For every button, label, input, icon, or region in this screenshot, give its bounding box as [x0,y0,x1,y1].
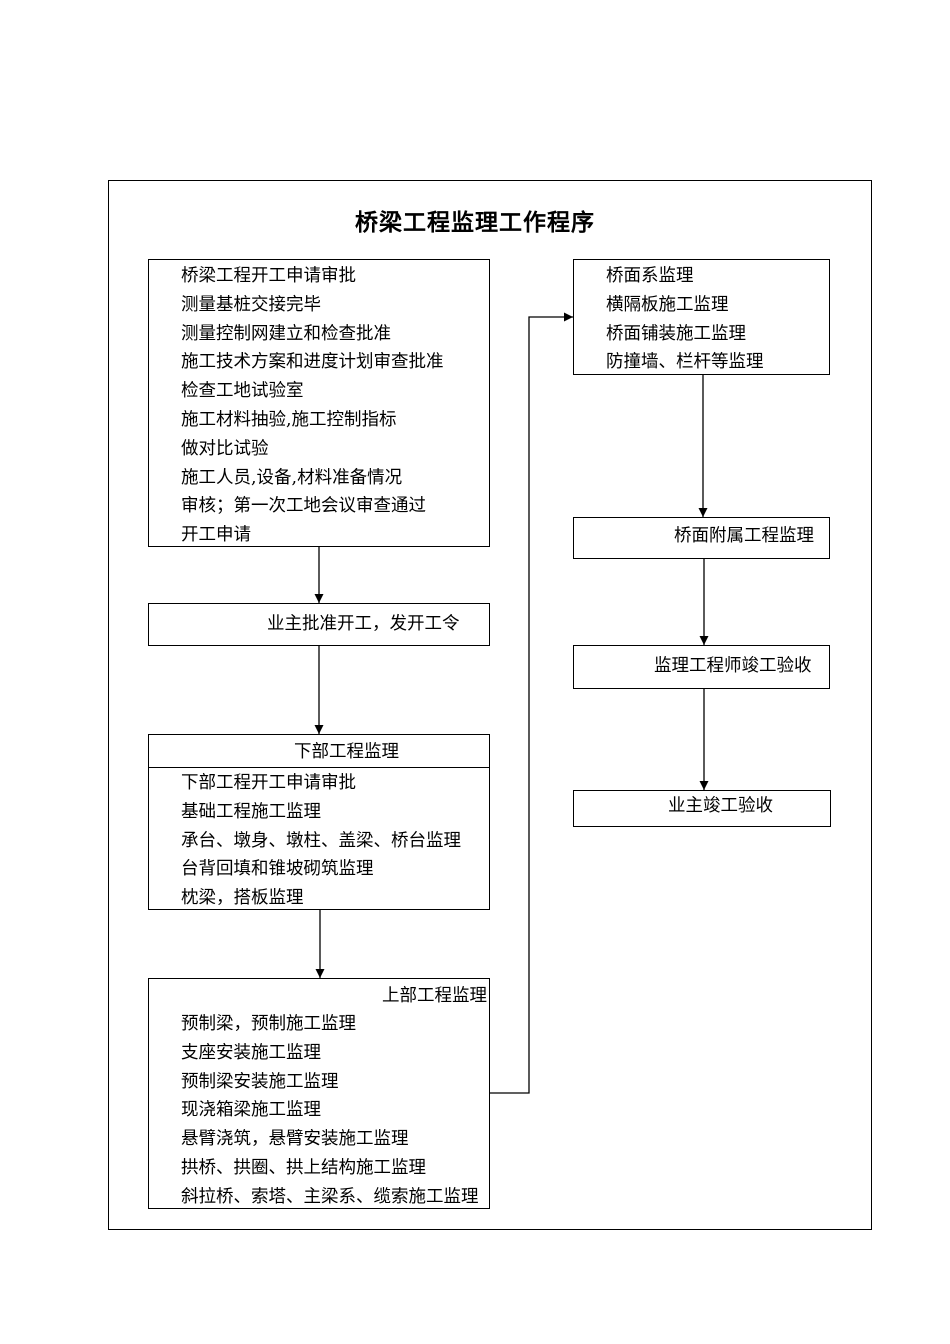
document-frame [108,180,872,1230]
owner-acceptance-label: 业主竣工验收 [668,796,773,816]
step-line: 施工技术方案和进度计划审查批准 [181,352,444,373]
superstructure-lines: 预制梁，预制施工监理支座安装施工监理预制梁安装施工监理现浇箱梁施工监理悬臂浇筑，… [181,1010,479,1212]
commencement-review-lines: 桥梁工程开工申请审批测量基桩交接完毕测量控制网建立和检查批准施工技术方案和进度计… [181,262,444,550]
step-line: 斜拉桥、索塔、主梁系、缆索施工监理 [181,1186,479,1207]
step-line: 开工申请 [181,525,251,546]
step-line: 桥梁工程开工申请审批 [181,266,356,286]
step-line: 枕梁，搭板监理 [181,888,304,909]
step-engineer-acceptance: 监理工程师竣工验收 [573,645,830,689]
substructure-header: 下部工程监理 [149,735,489,768]
step-line: 横隔板施工监理 [606,294,729,315]
step-owner-approval: 业主批准开工，发开工令 [148,603,490,646]
deck-ancillary-label: 桥面附属工程监理 [674,526,814,546]
step-line: 预制梁安装施工监理 [181,1071,339,1092]
step-deck-system: 桥面系监理横隔板施工监理桥面铺装施工监理防撞墙、栏杆等监理 [573,259,830,375]
deck-system-lines: 桥面系监理横隔板施工监理桥面铺装施工监理防撞墙、栏杆等监理 [606,262,764,377]
step-line: 台背回填和锥坡砌筑监理 [181,859,374,880]
step-line: 施工人员,设备,材料准备情况 [181,467,403,488]
step-line: 现浇箱梁施工监理 [181,1100,321,1121]
step-deck-ancillary: 桥面附属工程监理 [573,517,830,559]
superstructure-heading: 上部工程监理 [382,986,487,1006]
step-line: 桥面系监理 [606,266,694,286]
step-line: 检查工地试验室 [181,381,304,402]
step-line: 审核；第一次工地会议审查通过 [181,496,426,517]
step-line: 承台、墩身、墩柱、盖梁、桥台监理 [181,830,461,851]
step-line: 支座安装施工监理 [181,1042,321,1063]
owner-approval-label: 业主批准开工，发开工令 [267,614,460,634]
step-substructure: 下部工程监理 下部工程开工申请审批基础工程施工监理承台、墩身、墩柱、盖梁、桥台监… [148,734,490,910]
substructure-heading: 下部工程监理 [294,742,399,762]
step-line: 桥面铺装施工监理 [606,323,746,344]
arrow-superstructure-to-deck [489,312,573,1094]
step-owner-acceptance: 业主竣工验收 [573,790,831,827]
step-line: 施工材料抽验,施工控制指标 [181,409,397,430]
step-line: 测量基桩交接完毕 [181,294,321,315]
step-line: 基础工程施工监理 [181,801,321,822]
step-line: 拱桥、拱圈、拱上结构施工监理 [181,1157,426,1178]
engineer-acceptance-label: 监理工程师竣工验收 [654,656,812,676]
step-commencement-review: 桥梁工程开工申请审批测量基桩交接完毕测量控制网建立和检查批准施工技术方案和进度计… [148,259,490,547]
step-line: 悬臂浇筑，悬臂安装施工监理 [181,1129,409,1150]
step-superstructure: 上部工程监理 预制梁，预制施工监理支座安装施工监理预制梁安装施工监理现浇箱梁施工… [148,978,490,1209]
step-line: 防撞墙、栏杆等监理 [606,352,764,373]
step-line: 做对比试验 [181,438,269,459]
step-line: 下部工程开工申请审批 [181,773,356,793]
page-title: 桥梁工程监理工作程序 [355,209,595,236]
step-line: 测量控制网建立和检查批准 [181,323,391,344]
substructure-lines: 下部工程开工申请审批基础工程施工监理承台、墩身、墩柱、盖梁、桥台监理台背回填和锥… [181,769,461,913]
step-line: 预制梁，预制施工监理 [181,1014,356,1034]
